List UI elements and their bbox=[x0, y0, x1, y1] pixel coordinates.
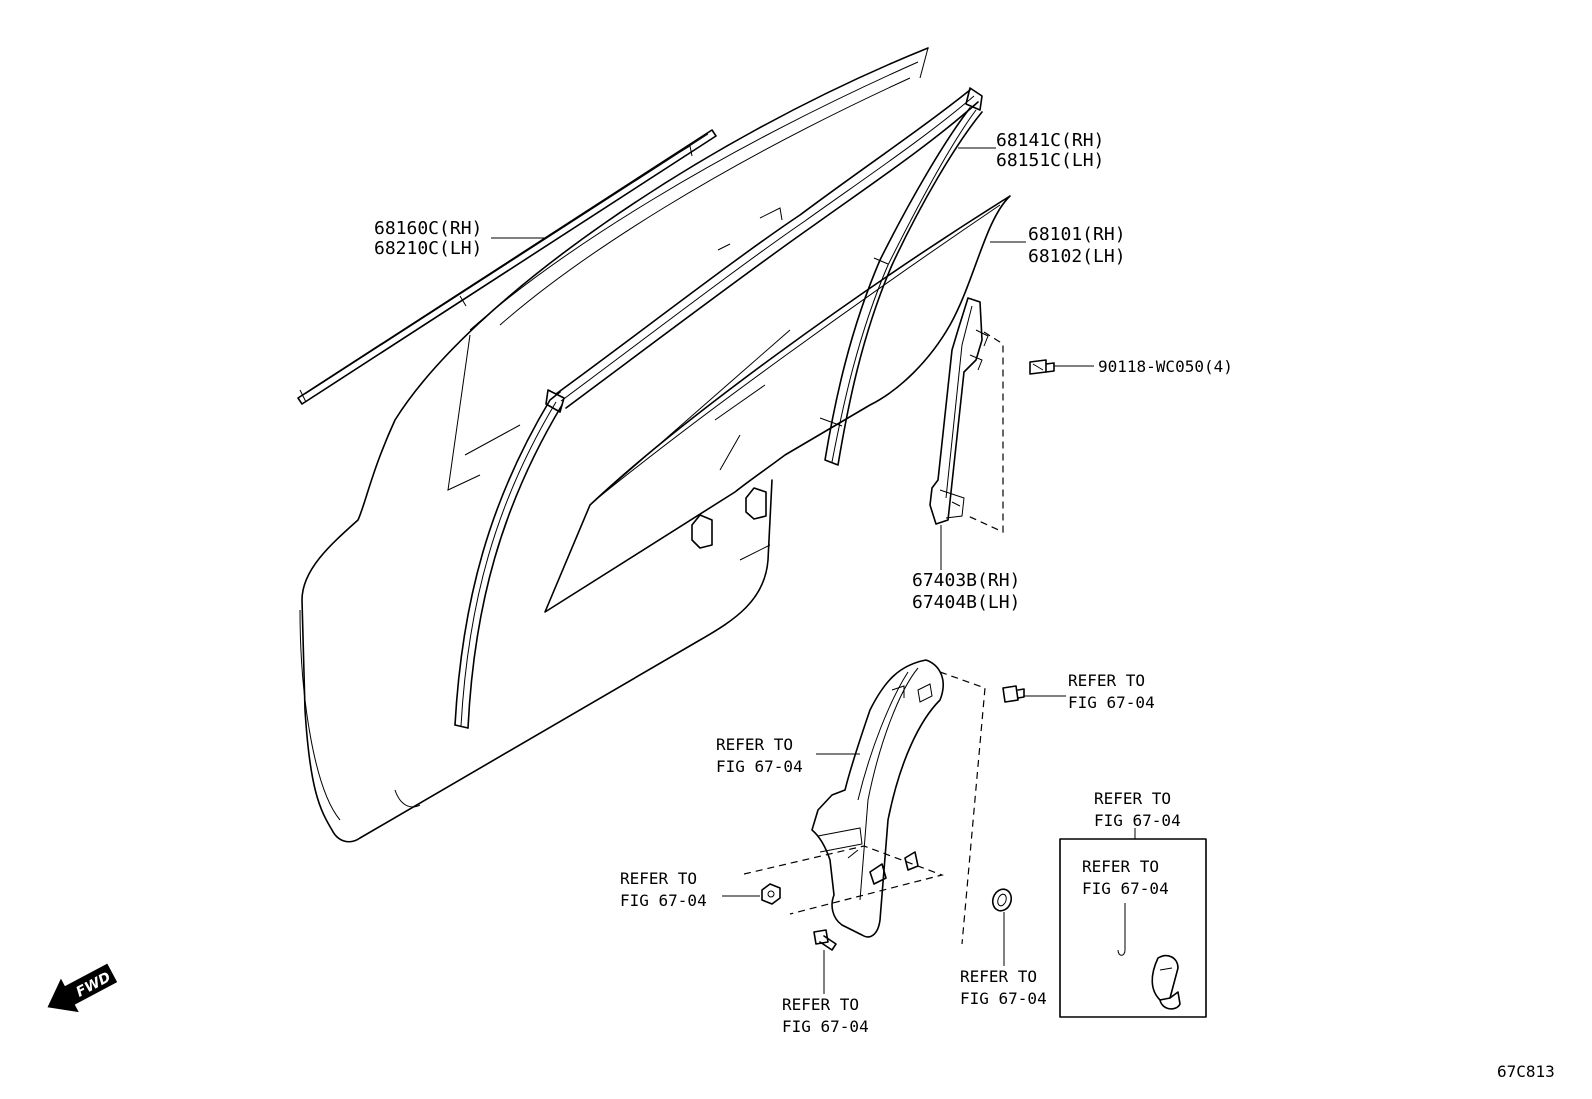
label-moulding-rh: 68160C(RH) bbox=[374, 218, 482, 239]
regulator-alignment-line-lower bbox=[743, 845, 945, 915]
window-handle bbox=[1151, 954, 1181, 1010]
grommet bbox=[991, 888, 1013, 912]
label-ref-box-outer-line2: FIG 67-04 bbox=[1094, 811, 1181, 830]
bolt-90118 bbox=[1029, 359, 1055, 375]
label-moulding-lh: 68210C(LH) bbox=[374, 238, 482, 259]
label-ref-grommet-line2: FIG 67-04 bbox=[960, 989, 1047, 1008]
label-bolt: 90118-WC050(4) bbox=[1098, 357, 1233, 376]
label-ref-regulator-line2: FIG 67-04 bbox=[716, 757, 803, 776]
rear-lower-channel bbox=[929, 297, 989, 525]
belt-moulding bbox=[297, 129, 717, 405]
label-ref-regulator-line1: REFER TO bbox=[716, 735, 793, 754]
label-ref-box-inner-line2: FIG 67-04 bbox=[1082, 879, 1169, 898]
bolt-regulator-bottom bbox=[813, 929, 837, 951]
label-bolt-number: 90118-WC050(4) bbox=[1098, 357, 1233, 376]
label-run-channel-rh: 68141C(RH) bbox=[996, 130, 1104, 151]
label-rear-channel: 67403B(RH) 67404B(LH) bbox=[912, 570, 1020, 613]
channel-alignment-line bbox=[967, 331, 1004, 533]
fwd-arrow-icon: FWD bbox=[47, 963, 118, 1013]
nut bbox=[761, 883, 781, 905]
label-ref-box-outer: REFER TO FIG 67-04 bbox=[1094, 789, 1181, 830]
label-ref-bolt-top-line1: REFER TO bbox=[1068, 671, 1145, 690]
label-ref-box-inner-line1: REFER TO bbox=[1082, 857, 1159, 876]
label-ref-nut-line1: REFER TO bbox=[620, 869, 697, 888]
label-moulding: 68160C(RH) 68210C(LH) bbox=[374, 218, 482, 259]
window-regulator bbox=[811, 659, 944, 938]
label-ref-bolt-bottom-line1: REFER TO bbox=[782, 995, 859, 1014]
label-ref-bolt-top: REFER TO FIG 67-04 bbox=[1068, 671, 1155, 712]
leader-lines bbox=[491, 147, 1136, 994]
label-rear-channel-rh: 67403B(RH) bbox=[912, 570, 1020, 591]
figure-code: 67C813 bbox=[1497, 1062, 1555, 1081]
label-ref-bolt-bottom: REFER TO FIG 67-04 bbox=[782, 995, 869, 1036]
label-glass: 68101(RH) 68102(LH) bbox=[1028, 224, 1126, 267]
regulator-alignment-line-upper bbox=[939, 671, 986, 945]
label-ref-regulator: REFER TO FIG 67-04 bbox=[716, 735, 803, 776]
bolt-regulator-top bbox=[1002, 685, 1025, 703]
front-sash bbox=[454, 389, 565, 729]
label-glass-rh: 68101(RH) bbox=[1028, 224, 1126, 245]
label-ref-nut: REFER TO FIG 67-04 bbox=[620, 869, 707, 910]
door-panel bbox=[299, 47, 929, 843]
run-channel bbox=[555, 87, 983, 466]
label-ref-bolt-bottom-line2: FIG 67-04 bbox=[782, 1017, 869, 1036]
label-ref-grommet: REFER TO FIG 67-04 bbox=[960, 967, 1047, 1008]
label-ref-bolt-top-line2: FIG 67-04 bbox=[1068, 693, 1155, 712]
label-ref-grommet-line1: REFER TO bbox=[960, 967, 1037, 986]
label-glass-lh: 68102(LH) bbox=[1028, 246, 1126, 267]
handle-box bbox=[1059, 838, 1207, 1018]
label-rear-channel-lh: 67404B(LH) bbox=[912, 592, 1020, 613]
handle-clip-lead bbox=[1117, 903, 1126, 956]
label-run-channel: 68141C(RH) 68151C(LH) bbox=[996, 130, 1104, 171]
label-ref-box-inner: REFER TO FIG 67-04 bbox=[1082, 857, 1169, 898]
label-run-channel-lh: 68151C(LH) bbox=[996, 150, 1104, 171]
label-ref-box-outer-line1: REFER TO bbox=[1094, 789, 1171, 808]
door-glass bbox=[544, 195, 1011, 613]
label-ref-nut-line2: FIG 67-04 bbox=[620, 891, 707, 910]
